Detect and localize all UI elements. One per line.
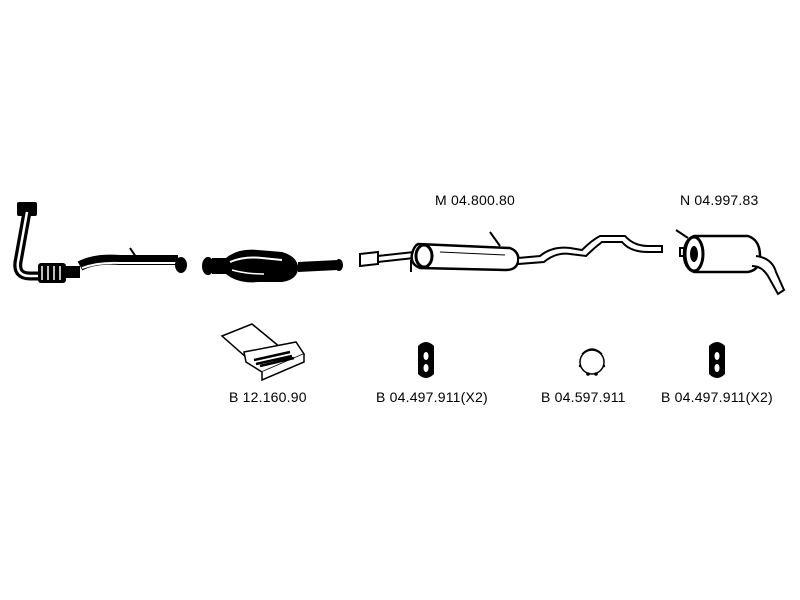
catalytic-converter bbox=[202, 249, 343, 283]
mounting-kit-box bbox=[220, 323, 306, 382]
front-hanger-part-number: B 04.497.911(X2) bbox=[376, 389, 488, 405]
rubber-hanger-rear bbox=[709, 342, 725, 378]
ring-hanger bbox=[578, 348, 606, 376]
rear-hanger-part-number: B 04.497.911(X2) bbox=[661, 389, 773, 405]
rear-muffler bbox=[675, 229, 786, 296]
rear-muffler-part-number: N 04.997.83 bbox=[680, 192, 759, 208]
mounting-kit-part-number: B 12.160.90 bbox=[229, 389, 307, 405]
front-downpipe bbox=[13, 202, 187, 283]
ring-hanger-part-number: B 04.597.911 bbox=[541, 389, 626, 405]
center-pipe-silencer bbox=[359, 231, 663, 272]
rubber-hanger-front bbox=[418, 342, 434, 378]
center-pipe-part-number: M 04.800.80 bbox=[435, 192, 516, 208]
